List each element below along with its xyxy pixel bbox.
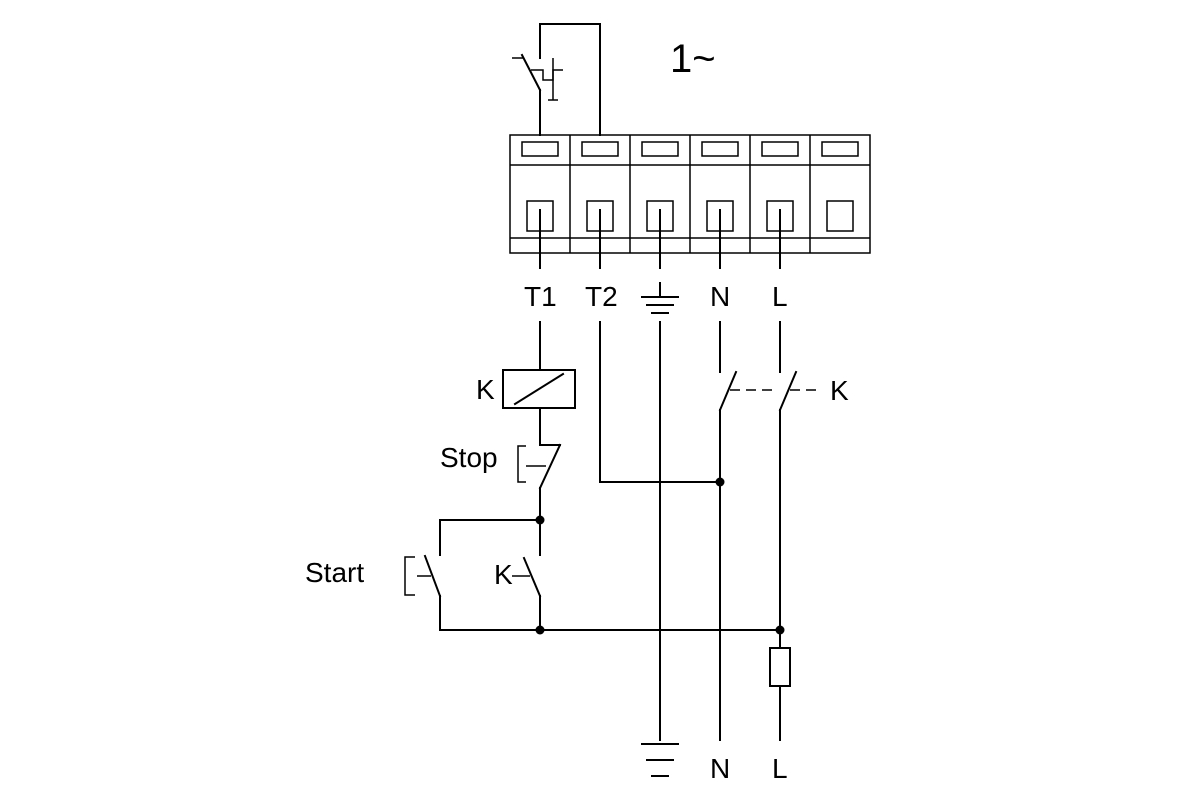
terminal-block <box>509 134 871 269</box>
supply-label-n: N <box>710 753 730 784</box>
phase-label: 1~ <box>670 37 716 81</box>
stop-button-contact <box>517 443 562 521</box>
main-contacts-label: K <box>830 375 849 406</box>
coil-label: K <box>476 374 495 405</box>
hold-contact-label: K <box>494 559 513 590</box>
hold-contact <box>512 556 542 631</box>
main-contacts <box>718 335 816 741</box>
ground-terminal-icon <box>641 282 679 314</box>
fuse <box>769 647 791 687</box>
terminal-label-n: N <box>710 281 730 312</box>
terminal-label-l: L <box>772 281 788 312</box>
thermal-contact <box>512 23 601 136</box>
terminal-label-t1: T1 <box>524 281 557 312</box>
stop-label: Stop <box>440 442 498 473</box>
supply-label-l: L <box>772 753 788 784</box>
terminal-label-t2: T2 <box>585 281 618 312</box>
start-label: Start <box>305 557 364 588</box>
start-button-contact <box>404 554 442 631</box>
ground-supply-icon <box>641 743 679 777</box>
